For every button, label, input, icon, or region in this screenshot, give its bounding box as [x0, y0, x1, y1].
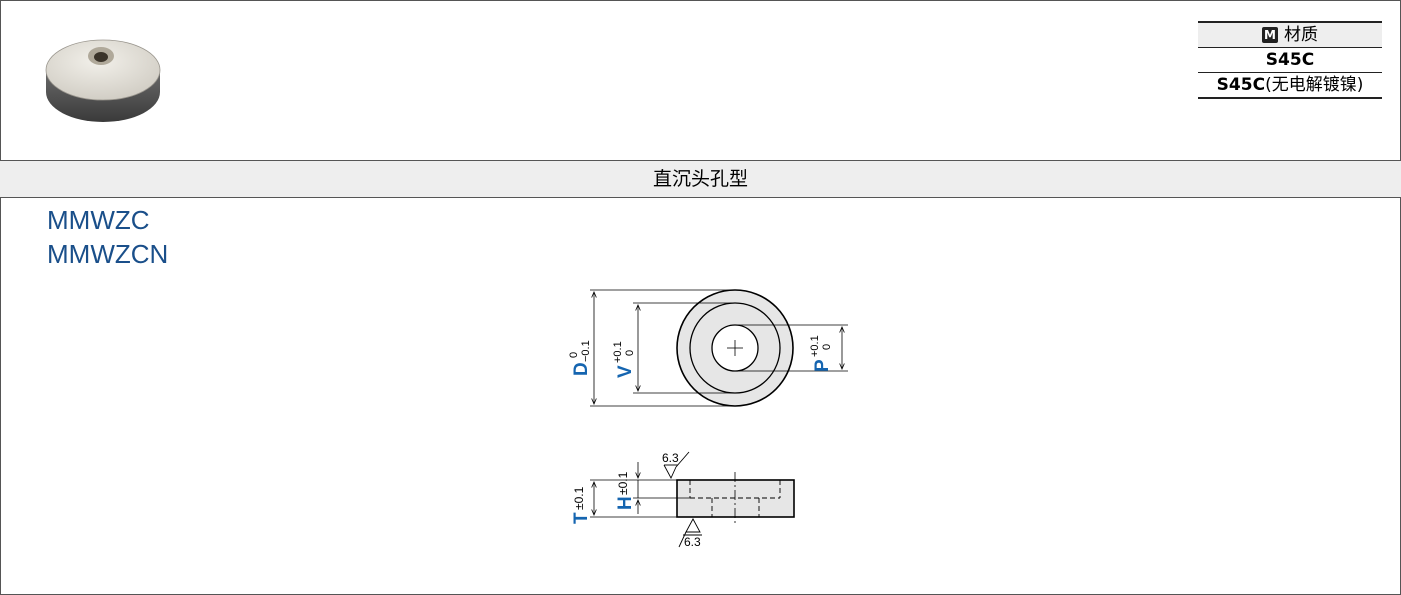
roughness-value-top: 6.3 [662, 451, 679, 465]
roughness-symbol-bottom: 6.3 [678, 518, 702, 549]
material-note: (无电解镀镍) [1265, 75, 1364, 95]
material-row: S45C [1198, 48, 1382, 73]
roughness-symbol-top: 6.3 [662, 451, 690, 480]
dim-tol-d-lower: −0.1 [580, 340, 592, 362]
top-view: D 0 −0.1 V +0.1 0 P +0.1 0 [568, 289, 848, 407]
material-table-header: M 材质 [1198, 22, 1382, 48]
dim-tol-t: ±0.1 [572, 486, 586, 510]
dim-tol-p-lower: 0 [821, 344, 833, 350]
material-code: S45C [1216, 75, 1266, 95]
side-view: T ±0.1 H ±0.1 6.3 6.3 [571, 451, 795, 549]
dim-label-d: D [571, 362, 592, 376]
material-row: S45C(无电解镀镍) [1198, 73, 1382, 98]
dim-label-t: T [571, 512, 592, 524]
dim-label-v: V [615, 365, 636, 378]
roughness-value-bottom: 6.3 [684, 535, 701, 549]
dim-tol-p-upper: +0.1 [809, 335, 821, 357]
product-photo [45, 39, 161, 122]
model-code: MMWZC [47, 205, 150, 235]
dim-tol-d-upper: 0 [568, 352, 580, 358]
dim-tol-h: ±0.1 [616, 471, 630, 495]
dim-tol-v-lower: 0 [624, 350, 636, 356]
dim-label-h: H [615, 496, 636, 510]
dim-tol-v-upper: +0.1 [612, 341, 624, 363]
material-header-label: 材质 [1284, 25, 1318, 45]
model-code: MMWZCN [47, 239, 169, 269]
material-icon: M [1262, 27, 1278, 43]
material-code: S45C [1265, 50, 1315, 70]
section-title: 直沉头孔型 [0, 160, 1401, 198]
dim-label-p: P [812, 359, 833, 372]
